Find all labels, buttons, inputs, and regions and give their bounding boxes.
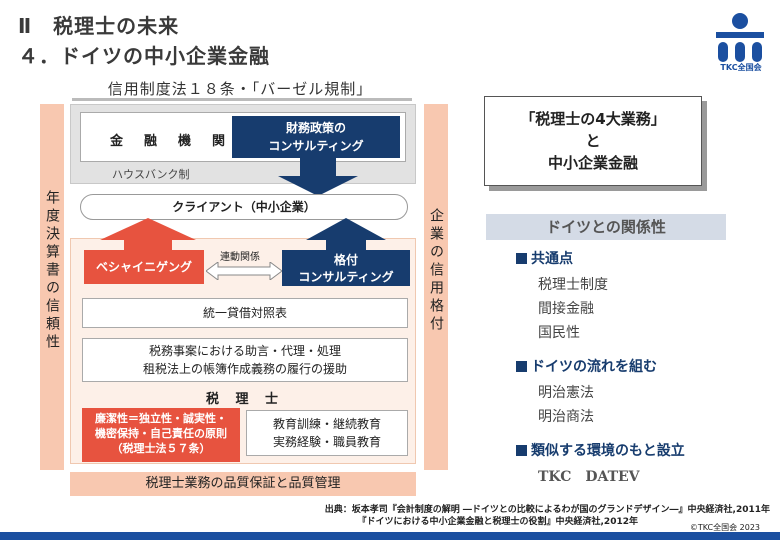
arrow-up-blue-icon: [306, 218, 386, 250]
square-bullet-icon: [516, 445, 527, 456]
financial-consulting-line2: コンサルティング: [268, 139, 364, 153]
section-heading-common: 共通点: [516, 248, 573, 268]
list-item: 国民性: [538, 325, 580, 341]
list-item: 間接金融: [538, 301, 594, 317]
four-tasks-line2: と: [585, 132, 601, 150]
bescheinigung-box: ベシャイニゲング: [84, 250, 204, 284]
four-tasks-line3: 中小企業金融: [547, 154, 638, 172]
section-heading-text: 類似する環境のもと設立: [531, 443, 685, 459]
section-heading-text: 共通点: [531, 251, 573, 267]
section-heading-germany: ドイツの流れを組む: [516, 356, 657, 376]
section-title: Ⅱ 税理士の未来: [18, 14, 180, 38]
page-title: ４．ドイツの中小企業金融: [18, 44, 270, 68]
rating-consulting-line2: コンサルティング: [298, 270, 394, 284]
client-box: クライアント（中小企業）: [80, 194, 408, 220]
rating-consulting-line1: 格付: [333, 253, 358, 267]
principles-line3: （税理士法５７条）: [111, 442, 211, 455]
list-item: TKC DATEV: [538, 469, 640, 485]
financial-consulting-box: 財務政策の コンサルティング: [232, 116, 400, 158]
arrow-up-red-icon: [100, 218, 196, 250]
left-bar: [40, 104, 64, 470]
right-bar: [424, 104, 448, 470]
four-tasks-line1: 「税理士の4大業務」: [520, 110, 666, 128]
linkage-label: 連動関係: [220, 252, 260, 263]
bottom-bar: [0, 532, 780, 540]
section-heading-similar: 類似する環境のもと設立: [516, 440, 685, 460]
tax-services-box: 税務事案における助言・代理・処理 租税法上の帳簿作成義務の履行の援助: [82, 338, 408, 382]
education-line2: 実務経験・職員教育: [272, 435, 381, 449]
unified-balance-box: 統一貸借対照表: [82, 298, 408, 328]
list-item: 税理士制度: [538, 277, 608, 293]
tax-services-line2: 租税法上の帳簿作成義務の履行の援助: [142, 362, 347, 376]
list-item: 明治憲法: [538, 385, 594, 401]
right-bar-label: 企業の信用格付: [428, 208, 444, 334]
tkc-logo-icon: [716, 13, 764, 62]
square-bullet-icon: [516, 361, 527, 372]
principles-box: 廉潔性＝独立性・誠実性・ 機密保持・自己責任の原則 （税理士法５７条）: [82, 408, 240, 462]
principles-line1: 廉潔性＝独立性・誠実性・: [95, 412, 227, 425]
tax-services-line1: 税務事案における助言・代理・処理: [148, 344, 341, 358]
principles-line2: 機密保持・自己責任の原則: [95, 427, 227, 440]
tax-accountant-label: 税 理 士: [205, 392, 285, 407]
source-line-1: 出典：坂本孝司『会計制度の解明 ―ドイツとの比較によるわが国のグランドデザイン―…: [324, 505, 770, 515]
bank-label: 金 融 機 関: [110, 134, 230, 149]
copyright: ©TKC全国会 2023: [689, 523, 760, 532]
double-arrow-icon: [206, 262, 282, 280]
logo-text: TKC全国会: [720, 63, 762, 72]
education-box: 教育訓練・継続教育 実務経験・職員教育: [246, 410, 408, 456]
source-line-2: 『ドイツにおける中小企業金融と税理士の役割』中央経済社,2012年: [357, 517, 638, 527]
rating-consulting-box: 格付 コンサルティング: [282, 250, 410, 286]
financial-consulting-line1: 財務政策の: [285, 121, 346, 135]
section-heading-text: ドイツの流れを組む: [531, 359, 657, 375]
left-bar-label: 年度決算書の信頼性: [44, 190, 60, 352]
four-tasks-text: 「税理士の4大業務」 と 中小企業金融: [484, 108, 702, 174]
arrow-down-icon: [278, 158, 358, 196]
relation-title: ドイツとの関係性: [486, 214, 726, 240]
hausbank-label: ハウスバンク制: [112, 168, 190, 181]
list-item: 明治商法: [538, 409, 594, 425]
four-tasks-box: [484, 96, 702, 186]
square-bullet-icon: [516, 253, 527, 264]
education-line1: 教育訓練・継続教育: [272, 417, 381, 431]
quality-assurance-bar: 税理士業務の品質保証と品質管理: [70, 472, 416, 496]
legal-basis: 信用制度法１８条・「バーゼル規制」: [107, 80, 373, 98]
legal-underline: [72, 98, 412, 101]
